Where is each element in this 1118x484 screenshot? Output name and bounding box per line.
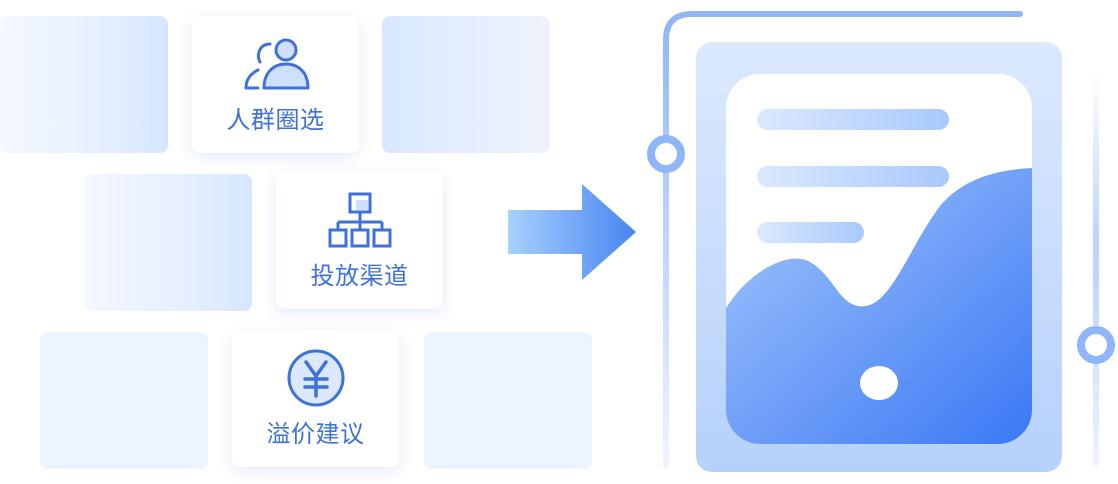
- ghost-tile: [84, 174, 252, 311]
- feature-label: 溢价建议: [266, 420, 365, 448]
- hierarchy-icon: [320, 188, 400, 252]
- ghost-tile: [40, 332, 208, 469]
- analytics-illustration: [647, 11, 1115, 472]
- ghost-tile: [382, 16, 550, 153]
- arrow-right-icon: [508, 184, 636, 280]
- feature-card-audience[interactable]: 人群圈选: [192, 16, 359, 153]
- feature-card-premium[interactable]: 溢价建议: [232, 330, 399, 467]
- feature-label: 投放渠道: [310, 262, 409, 290]
- ghost-tile: [424, 332, 592, 469]
- feature-card-channel[interactable]: 投放渠道: [276, 172, 443, 309]
- ghost-tile: [0, 16, 168, 153]
- users-icon: [236, 32, 316, 96]
- feature-label: 人群圈选: [226, 106, 325, 134]
- yuan-icon: [276, 346, 356, 410]
